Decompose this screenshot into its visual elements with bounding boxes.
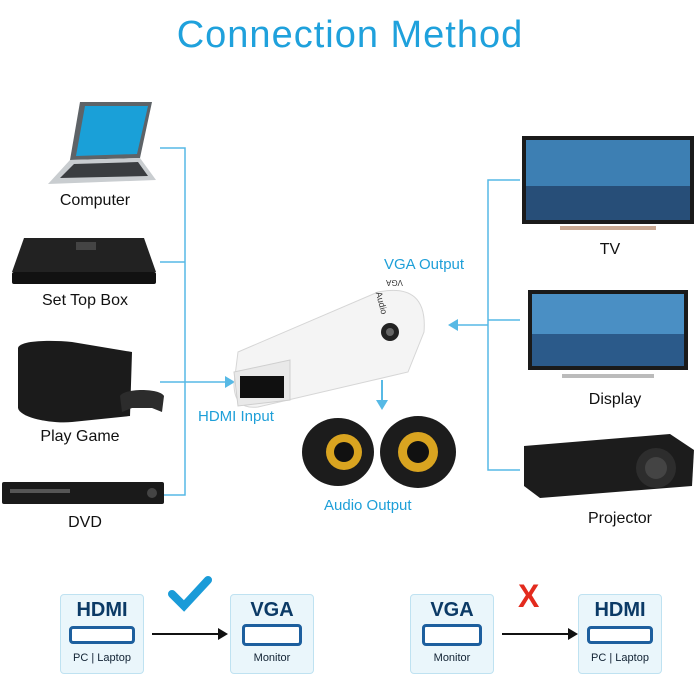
- unsupported-to-title: HDMI: [594, 599, 646, 621]
- dvd-player-icon: [2, 482, 164, 504]
- unsupported-from-sub: Monitor: [433, 652, 471, 664]
- vga-output-label: VGA Output: [384, 256, 465, 273]
- hdmi-vga-adapter: Audio VGA: [228, 272, 428, 412]
- tv-device: [520, 134, 696, 238]
- tv-label: TV: [599, 241, 621, 258]
- supported-to-sub: Monitor: [253, 652, 291, 664]
- vga-mark-text: VGA: [386, 278, 403, 287]
- unsupported-to-hdmi: HDMI PC | Laptop: [578, 594, 662, 674]
- vga-port-icon: [422, 624, 482, 646]
- computer-label: Computer: [59, 192, 131, 209]
- supported-from-sub: PC | Laptop: [73, 652, 131, 664]
- supported-from-hdmi: HDMI PC | Laptop: [60, 594, 144, 674]
- play-game-device: [12, 338, 167, 426]
- dvd-label: DVD: [68, 514, 102, 531]
- check-icon: [168, 574, 212, 619]
- game-console-icon: [18, 340, 164, 423]
- display-device: [526, 288, 690, 384]
- supported-from-title: HDMI: [76, 599, 128, 621]
- set-top-box-icon: [12, 238, 156, 284]
- set-top-box-label: Set Top Box: [42, 292, 128, 309]
- supported-to-vga: VGA Monitor: [230, 594, 314, 674]
- speakers-device: [300, 412, 460, 490]
- projector-device: [520, 430, 696, 502]
- audio-output-label: Audio Output: [324, 497, 412, 514]
- unsupported-from-title: VGA: [430, 599, 474, 621]
- projector-icon: [524, 434, 694, 498]
- speakers-icon: [302, 416, 456, 488]
- laptop-icon: [48, 102, 156, 184]
- tv-icon: [522, 136, 694, 230]
- hdmi-port-icon: [587, 626, 653, 644]
- vga-port-icon: [242, 624, 302, 646]
- computer-device: [40, 98, 160, 190]
- display-icon: [528, 290, 688, 378]
- adapter-icon: [233, 289, 425, 408]
- hdmi-port-icon: [69, 626, 135, 644]
- cross-icon: X: [518, 578, 540, 614]
- supported-to-title: VGA: [250, 599, 294, 621]
- unsupported-to-sub: PC | Laptop: [591, 652, 649, 664]
- unsupported-from-vga: VGA Monitor: [410, 594, 494, 674]
- projector-label: Projector: [587, 510, 653, 527]
- page-title: Connection Method: [176, 14, 524, 56]
- display-label: Display: [588, 391, 642, 408]
- hdmi-input-label: HDMI Input: [198, 408, 274, 425]
- set-top-box-device: [10, 228, 158, 288]
- unsupported-arrow-icon: [502, 628, 578, 640]
- play-game-label: Play Game: [40, 428, 120, 445]
- dvd-device: [2, 480, 164, 510]
- supported-arrow-icon: [152, 628, 228, 640]
